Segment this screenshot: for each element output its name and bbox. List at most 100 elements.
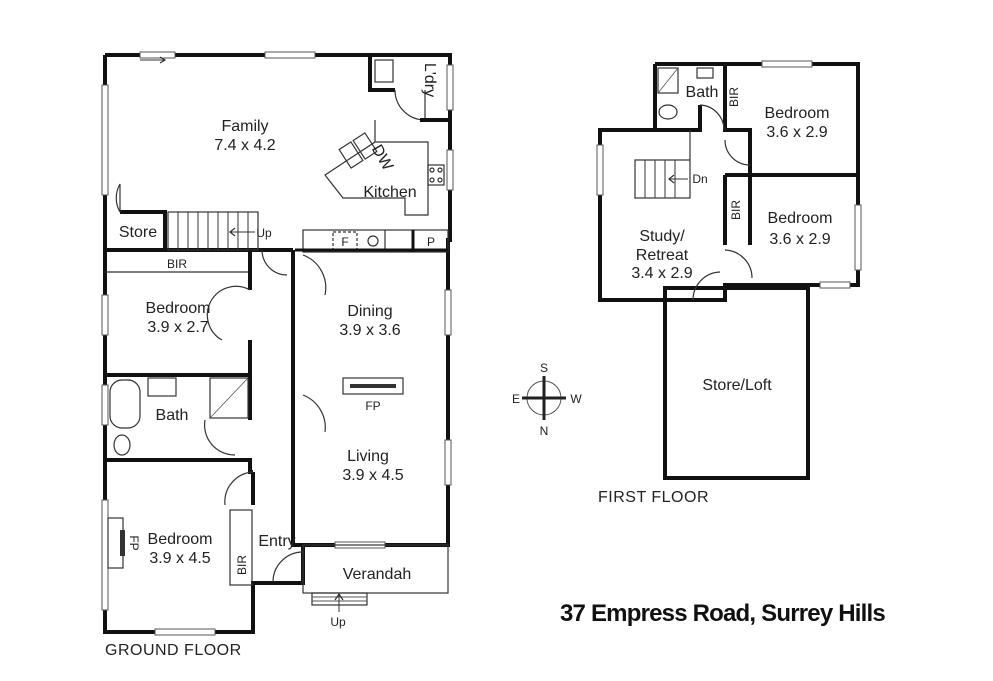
bath-wall [655,105,702,132]
shower [657,67,679,94]
bath-bottom-wall [105,458,253,474]
ff-store-loft-name: Store/Loft [702,377,772,394]
door-swing [302,394,326,433]
burner [429,167,435,173]
door-swing [302,254,327,296]
window [854,204,862,271]
window [819,281,851,289]
bedroom2-bir-label: BIR [235,555,249,575]
bedroom2-fp-label: FP [127,535,141,550]
ff-bedroom1-name: Bedroom [765,105,830,122]
burner [429,177,435,183]
door-swing [692,271,721,301]
bedroom2-name: Bedroom [148,531,213,548]
window [446,64,454,111]
burner [437,177,443,183]
compass: S N E W [512,361,582,438]
first-floor-caption: FIRST FLOOR [598,489,709,506]
burner [437,167,443,173]
ff-bedroom2-name: Bedroom [768,210,833,227]
family-size: 7.4 x 4.2 [214,137,275,154]
pantry-label: P [427,235,435,249]
dining-size: 3.9 x 3.6 [339,322,400,339]
stairs-ground [167,211,259,251]
store-loft-outline [663,286,810,480]
fireplace-label: FP [365,399,380,413]
bedroom1-name: Bedroom [146,300,211,317]
store-wall [120,210,167,250]
window [139,51,176,59]
fridge-space [332,231,358,251]
ground-floor: Family 7.4 x 4.2 L'dry DW Kitchen F P St… [101,51,454,659]
door-swing [724,139,751,166]
bathtub [109,379,141,429]
ground-floor-caption: GROUND FLOOR [105,642,242,659]
window [761,60,813,68]
entry-arrowhead [334,592,344,601]
door-swing [272,551,304,583]
stair-arrowhead [229,227,236,237]
kitchen-sink [338,141,364,169]
cooktop [427,164,445,186]
ff-bir1-label: BIR [727,87,741,107]
laundry-wall [368,55,395,92]
window [101,84,109,196]
door-swing [224,471,254,506]
fridge-label: F [341,235,348,249]
door-swing [203,419,236,456]
vanity [696,67,714,79]
shower-diagonal [209,377,249,419]
bedroom2-size: 3.9 x 4.5 [149,550,210,567]
bedroom1-wall [105,340,252,377]
stairs-first [634,130,691,199]
door-swing [206,285,251,341]
verandah-up-label: Up [330,615,346,629]
laundry-name: L'dry [421,63,438,97]
fireplace-hearth [120,530,125,556]
living-size: 3.9 x 4.5 [342,467,403,484]
ff-study-size: 3.4 x 2.9 [631,265,692,282]
toilet [658,104,678,120]
kitchen-lower-bench [302,229,449,253]
window [596,144,604,196]
compass-s: S [540,361,548,375]
window [444,289,452,336]
kitchen-name: Kitchen [363,184,416,201]
stair-outline [634,159,691,199]
bedroom1-size: 3.9 x 2.7 [147,319,208,336]
window [444,439,452,486]
ff-bedroom1-size: 3.6 x 2.9 [766,124,827,141]
verandah-name: Verandah [343,566,412,583]
store-name: Store [119,224,157,241]
ff-study-name-2: Retreat [636,247,689,264]
window [101,294,109,336]
living-name: Living [347,448,389,465]
compass-e: E [512,392,520,406]
ff-bath-name: Bath [686,84,719,101]
compass-n: N [540,424,549,438]
laundry-tub [374,59,394,83]
ff-stairs-dn-label: Dn [692,172,707,186]
door-swing [261,249,288,276]
dining-name: Dining [347,303,392,320]
window [101,499,109,611]
compass-w: W [570,392,582,406]
door-swing [115,183,121,213]
bath-name: Bath [156,407,189,424]
first-outer-wall [598,62,860,302]
ff-study-name-1: Study/ [639,228,685,245]
stairs-up-label: Up [256,226,272,240]
toilet [113,434,131,456]
property-address: 37 Empress Road, Surrey Hills [560,600,885,627]
window [264,51,316,59]
first-floor: Bath BIR Bedroom 3.6 x 2.9 Dn BIR Bedroo… [596,60,862,506]
bir-label: BIR [167,257,187,271]
vanity [147,377,177,397]
dishwasher-label: DW [368,142,396,174]
window [101,384,109,426]
bir-wardrobe [229,509,253,586]
window [154,628,216,636]
ff-bedroom2-size: 3.6 x 2.9 [769,231,830,248]
